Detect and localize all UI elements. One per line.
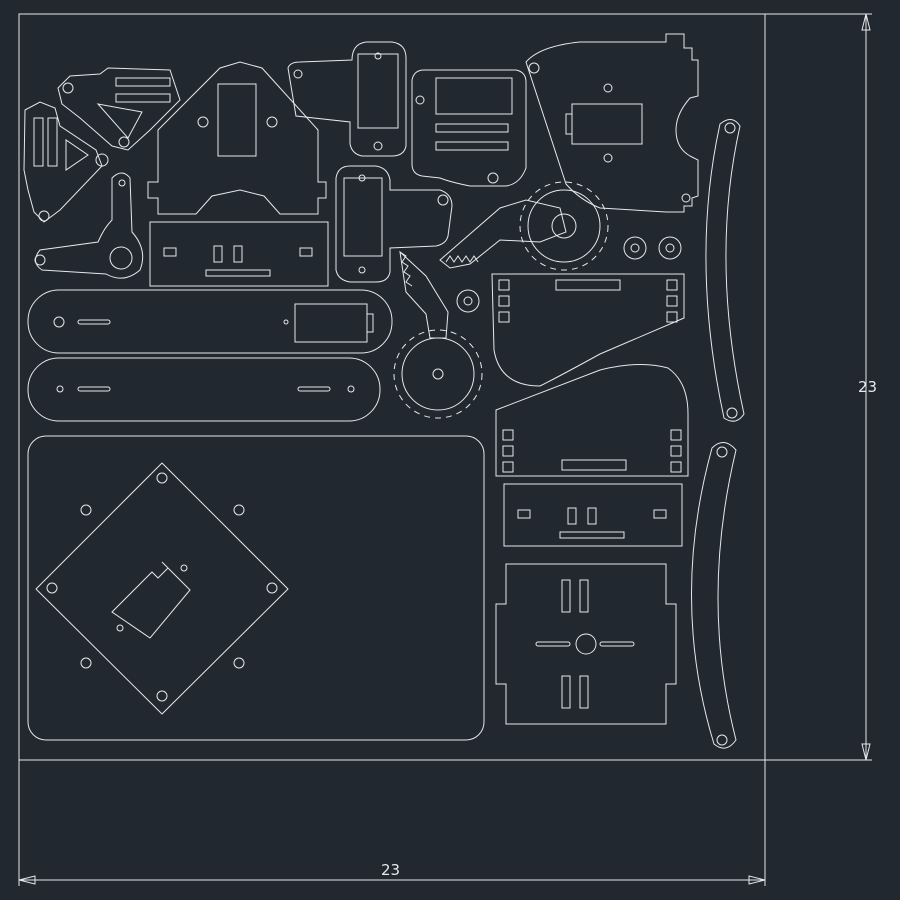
washers — [456, 236, 682, 313]
claw-plate-lower — [495, 363, 689, 477]
width-dimension-label: 23 — [381, 861, 400, 879]
base-box-plate — [495, 563, 677, 725]
arm-plate-1 — [27, 289, 393, 354]
base-plate — [27, 435, 485, 741]
lever-arm — [34, 172, 144, 279]
servo-holder-1 — [287, 41, 407, 157]
triangle-bracket — [57, 67, 181, 151]
claw-plate-upper — [491, 273, 685, 387]
curved-link-lower — [691, 442, 737, 749]
sensor-bracket — [411, 69, 527, 187]
gear-rack-middle — [393, 250, 483, 419]
upper-arm-plate — [525, 33, 699, 213]
height-dimension: 23 — [765, 13, 877, 761]
servo-mount-bar-2 — [503, 483, 683, 547]
arm-plate-2 — [27, 357, 381, 422]
servo-housing-top — [147, 61, 327, 215]
width-dimension: 23 — [18, 760, 766, 886]
curved-link-upper — [705, 119, 745, 422]
sheet-border — [18, 13, 766, 761]
rack-arm — [439, 199, 567, 269]
servo-holder-2 — [335, 165, 453, 283]
servo-mount-bar — [149, 221, 329, 287]
height-dimension-label: 23 — [858, 378, 877, 396]
gear-top — [519, 181, 609, 271]
left-bracket — [23, 101, 109, 223]
